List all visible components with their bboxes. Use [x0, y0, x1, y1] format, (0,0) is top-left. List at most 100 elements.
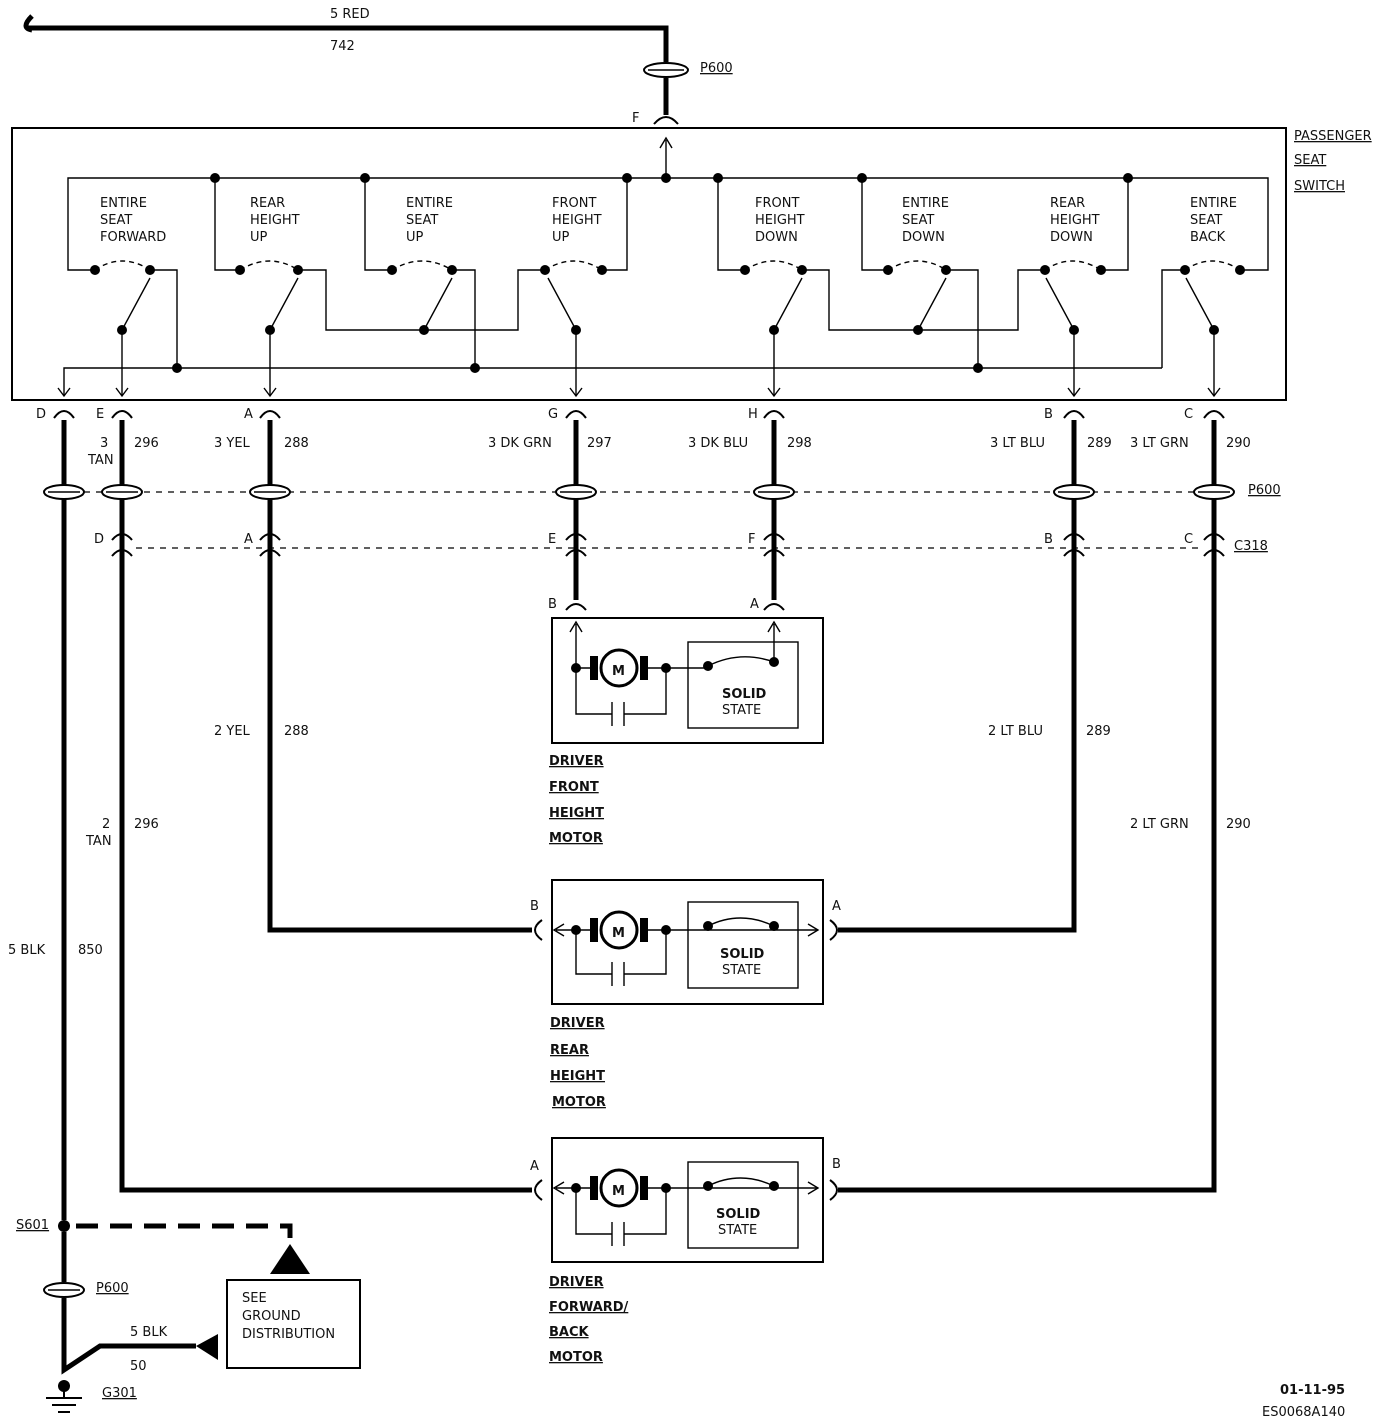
sec3-l1: ENTIRE: [406, 196, 453, 211]
p600-row-label: P600: [1248, 483, 1281, 498]
pin-h-switch: H: [748, 407, 758, 422]
m1-label-1: DRIVER: [549, 754, 604, 769]
return-bus: [63, 367, 1162, 396]
m2-label-3: HEIGHT: [550, 1069, 605, 1084]
m2-pin-a: A: [832, 899, 841, 914]
m3-pin-b: B: [832, 1157, 841, 1172]
w288-lower-color: 2 YEL: [214, 724, 251, 739]
c318-connector-row: [111, 533, 1225, 557]
switch-pin-terminals: [53, 410, 1225, 419]
sec1-l3: FORWARD: [100, 230, 166, 245]
m3-label-3: BACK: [549, 1325, 590, 1340]
wire-289: [838, 420, 1077, 933]
w290-circuit: 290: [1226, 436, 1251, 451]
w289-circuit: 289: [1087, 436, 1112, 451]
w298-color: 3 DK BLU: [688, 436, 748, 451]
s601-splice: [58, 1220, 70, 1232]
c318-pin-f: F: [748, 532, 755, 547]
sec6-l2: SEAT: [902, 213, 934, 228]
w297-circuit: 297: [587, 436, 612, 451]
wire-50: [61, 1298, 196, 1375]
p600-connector-row: [43, 484, 1235, 500]
m3-pin-a: A: [530, 1159, 539, 1174]
c318-pin-c: C: [1184, 532, 1193, 547]
m3-label-2: FORWARD/: [549, 1300, 629, 1315]
sec7-l1: REAR: [1050, 196, 1085, 211]
sec2-l3: UP: [250, 230, 268, 245]
pin-f-label: F: [632, 111, 639, 126]
w298-circuit: 298: [787, 436, 812, 451]
section-labels: ENTIRE SEAT FORWARD REAR HEIGHT UP ENTIR…: [100, 196, 1237, 245]
m1-label-3: HEIGHT: [549, 806, 604, 821]
m2-label-2: REAR: [550, 1043, 589, 1058]
gd-line-3: DISTRIBUTION: [242, 1327, 335, 1342]
wire-296: [119, 420, 532, 1193]
w50-color: 5 BLK: [130, 1325, 168, 1340]
p600-top-connector: [643, 62, 689, 78]
wire-290: [838, 420, 1217, 1193]
s601-label: S601: [16, 1218, 49, 1233]
sec3-l3: UP: [406, 230, 424, 245]
ground-arrow-left: [196, 1334, 218, 1360]
w289-color: 3 LT BLU: [990, 436, 1045, 451]
m3-state: STATE: [718, 1223, 757, 1238]
m3-motor-letter: M: [612, 1184, 625, 1199]
sec5-l3: DOWN: [755, 230, 798, 245]
sec6-l1: ENTIRE: [902, 196, 949, 211]
sec1-l1: ENTIRE: [100, 196, 147, 211]
sec8-l2: SEAT: [1190, 213, 1222, 228]
w289-lower-color: 2 LT BLU: [988, 724, 1043, 739]
sec1-l2: SEAT: [100, 213, 132, 228]
w290-lower-color: 2 LT GRN: [1130, 817, 1189, 832]
m1-pin-b: B: [548, 597, 557, 612]
w297-color: 3 DK GRN: [488, 436, 552, 451]
w296-color2: TAN: [87, 453, 114, 468]
m2-state: STATE: [722, 963, 761, 978]
sec5-l2: HEIGHT: [755, 213, 805, 228]
m1-pin-a: A: [750, 597, 759, 612]
switch-contacts: [90, 260, 1245, 335]
m3-label-1: DRIVER: [549, 1275, 604, 1290]
rear-height-motor: [534, 879, 838, 1005]
sec8-l1: ENTIRE: [1190, 196, 1237, 211]
sec2-l1: REAR: [250, 196, 285, 211]
wire-742-circuit: 742: [330, 39, 355, 54]
m2-motor-letter: M: [612, 926, 625, 941]
w296-color: 3: [100, 436, 108, 451]
w290-lower-circuit: 290: [1226, 817, 1251, 832]
gd-line-1: SEE: [242, 1291, 267, 1306]
diagram-code: ES0068A140: [1262, 1405, 1345, 1420]
switch-outputs: [57, 330, 1221, 398]
w296-lower-color2: TAN: [85, 834, 112, 849]
w296-circuit: 296: [134, 436, 159, 451]
w288-color: 3 YEL: [214, 436, 251, 451]
sec4-l1: FRONT: [552, 196, 596, 211]
w296-lower-color: 2: [102, 817, 110, 832]
sec3-l2: SEAT: [406, 213, 438, 228]
g301-label: G301: [102, 1386, 137, 1401]
m1-label-4: MOTOR: [549, 831, 603, 846]
sec5-l1: FRONT: [755, 196, 799, 211]
c318-pin-e: E: [548, 532, 556, 547]
wire-288: [267, 420, 532, 933]
m3-solid: SOLID: [716, 1207, 761, 1222]
ground-arrow-up: [270, 1244, 310, 1274]
wire-742-color: 5 RED: [330, 7, 370, 22]
c318-label: C318: [1234, 539, 1268, 554]
c318-pin-b: B: [1044, 532, 1053, 547]
m1-solid: SOLID: [722, 687, 767, 702]
m2-pin-b: B: [530, 899, 539, 914]
w289-lower-circuit: 289: [1086, 724, 1111, 739]
sec4-l2: HEIGHT: [552, 213, 602, 228]
sec7-l3: DOWN: [1050, 230, 1093, 245]
w290-color: 3 LT GRN: [1130, 436, 1189, 451]
gd-line-2: GROUND: [242, 1309, 301, 1324]
pin-b-switch: B: [1044, 407, 1053, 422]
w288-lower-circuit: 288: [284, 724, 309, 739]
front-height-motor: [551, 603, 824, 744]
passenger-seat-switch: [11, 127, 1287, 401]
m1-state: STATE: [722, 703, 761, 718]
m2-solid: SOLID: [720, 947, 765, 962]
